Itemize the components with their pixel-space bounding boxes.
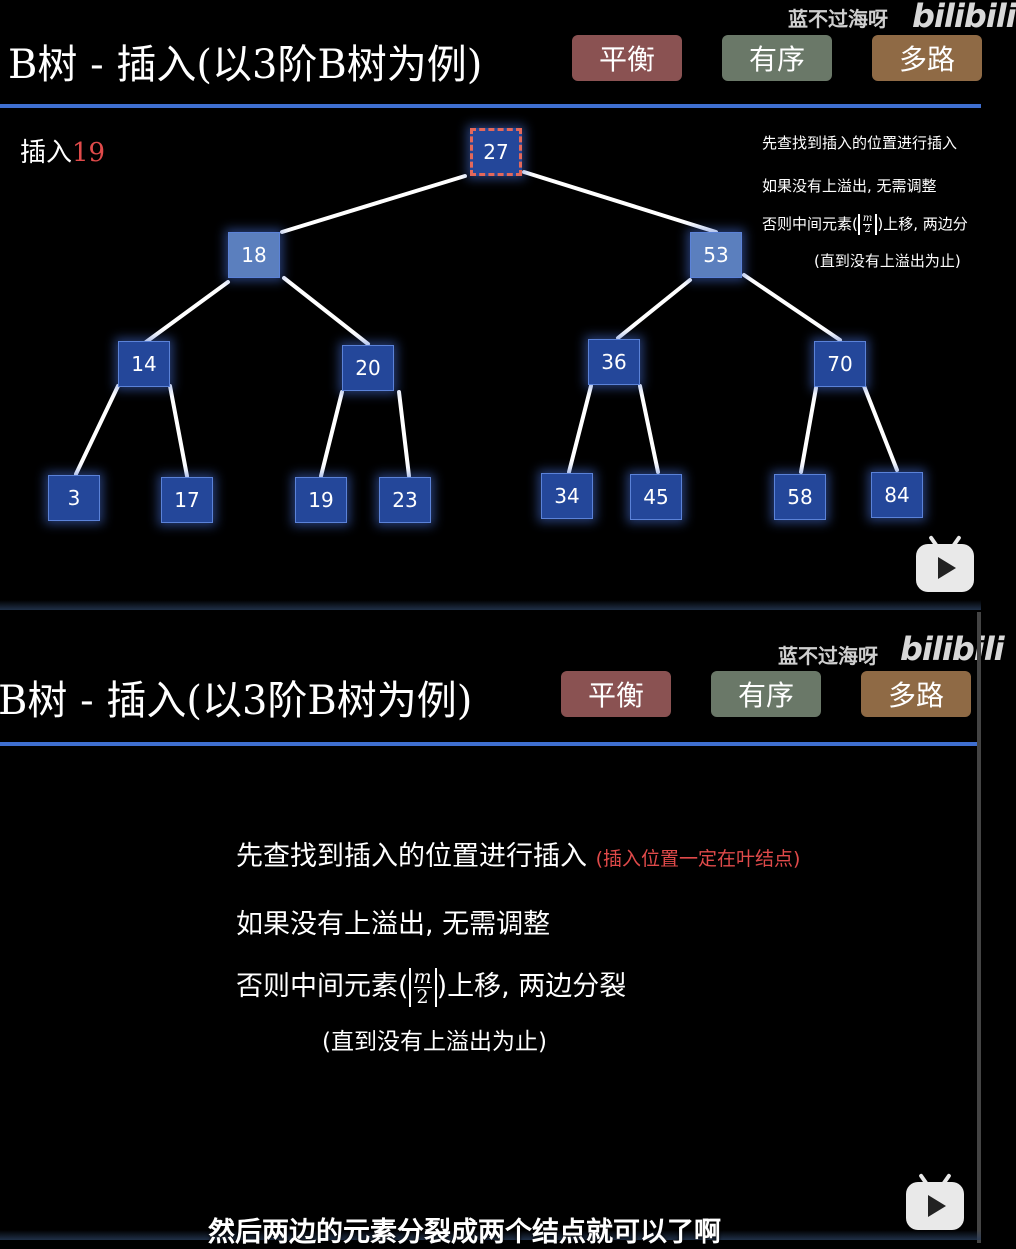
video-frame-bottom: 蓝不过海呀 bilibili B树 - 插入(以3阶B树为例) 平衡 有序 多路… (0, 612, 1005, 1248)
tag-ordered: 有序 (711, 671, 821, 717)
tree-leaf: 17 (161, 477, 213, 523)
note-line-3-suffix: )上移, 两边分裂 (436, 971, 627, 1002)
watermark-text: 蓝不过海呀 (778, 644, 878, 668)
tree-leaf: 34 (541, 473, 593, 519)
note-line-3-prefix: 否则中间元素( (236, 971, 409, 1002)
note-line-4: (直到没有上溢出为止) (814, 252, 961, 270)
tag-balanced: 平衡 (572, 35, 682, 81)
note-line-2: 如果没有上溢出, 无需调整 (762, 177, 937, 195)
note-line-4: (直到没有上溢出为止) (322, 1029, 547, 1055)
tree-leaf: 58 (774, 474, 826, 520)
note-line-2: 如果没有上溢出, 无需调整 (236, 909, 551, 940)
insert-label: 插入 (20, 138, 73, 168)
tree-leaf: 84 (871, 472, 923, 518)
fraction-denominator: 2 (864, 224, 871, 235)
edge-18-14 (144, 280, 230, 344)
tree-node-level2: 70 (814, 341, 866, 387)
edge-36-34 (567, 384, 593, 474)
tag-multiway: 多路 (861, 671, 971, 717)
edge-14-17 (168, 384, 189, 478)
edge-36-45 (638, 384, 660, 474)
slide-title: B树 - 插入(以3阶B树为例) (8, 42, 483, 88)
edge-70-58 (799, 386, 818, 474)
tag-multiway: 多路 (872, 35, 982, 81)
tree-node-level1: 53 (690, 232, 742, 278)
edge-20-23 (397, 390, 411, 478)
tree-leaf: 19 (295, 477, 347, 523)
frame-right-edge (977, 612, 981, 1243)
note-line-3-prefix: 否则中间元素( (762, 215, 858, 233)
video-frame-top: 蓝不过海呀 bilibili B树 - 插入(以3阶B树为例) 平衡 有序 多路… (0, 0, 1016, 610)
fraction-numerator: m (862, 213, 873, 225)
tree-node-level2: 14 (118, 341, 170, 387)
edge-53-36 (616, 278, 692, 340)
bilibili-play-icon[interactable] (906, 1182, 964, 1230)
play-triangle-icon (938, 557, 956, 579)
edge-27-18 (280, 174, 467, 234)
note-line-1-hint: (插入位置一定在叶结点) (595, 848, 801, 870)
watermark-text: 蓝不过海呀 (788, 7, 888, 31)
slide-title: B树 - 插入(以3阶B树为例) (0, 678, 473, 724)
tree-node-root: 27 (470, 128, 522, 176)
tree-leaf: 45 (630, 474, 682, 520)
audio-waveform (0, 1230, 981, 1240)
play-triangle-icon (928, 1195, 946, 1217)
note-line-1-text: 先查找到插入的位置进行插入 (236, 841, 587, 872)
tree-leaf: 23 (379, 477, 431, 523)
edge-53-70 (742, 273, 842, 342)
insert-caption: 插入19 (20, 132, 105, 169)
bilibili-logo: bilibili (900, 630, 1005, 668)
video-subtitle: 然后两边的元素分裂成两个结点就可以了啊 (208, 1217, 721, 1248)
edge-20-19 (319, 390, 344, 478)
tree-node-level2: 20 (342, 345, 394, 391)
bilibili-logo: bilibili (912, 0, 1016, 35)
edge-27-53 (522, 170, 718, 234)
note-line-3-suffix: )上移, 两边分 (877, 215, 968, 233)
insert-value: 19 (72, 138, 106, 168)
tag-balanced: 平衡 (561, 671, 671, 717)
edge-14-3 (74, 384, 120, 476)
note-line-1: 先查找到插入的位置进行插入 (762, 134, 958, 152)
tree-node-level2: 36 (588, 339, 640, 385)
tree-node-level1: 18 (228, 232, 280, 278)
bilibili-play-icon[interactable] (916, 544, 974, 592)
tree-edges (74, 170, 899, 478)
header-divider (0, 104, 981, 108)
edge-18-20 (282, 276, 370, 346)
tag-ordered: 有序 (722, 35, 832, 81)
fraction-denominator: 2 (416, 986, 429, 1008)
edge-70-84 (862, 384, 899, 472)
fraction-numerator: m (413, 966, 432, 988)
audio-waveform (0, 600, 981, 610)
tree-leaf: 3 (48, 475, 100, 521)
note-line-1: 先查找到插入的位置进行插入 (插入位置一定在叶结点) (236, 834, 800, 873)
header-divider (0, 742, 977, 746)
